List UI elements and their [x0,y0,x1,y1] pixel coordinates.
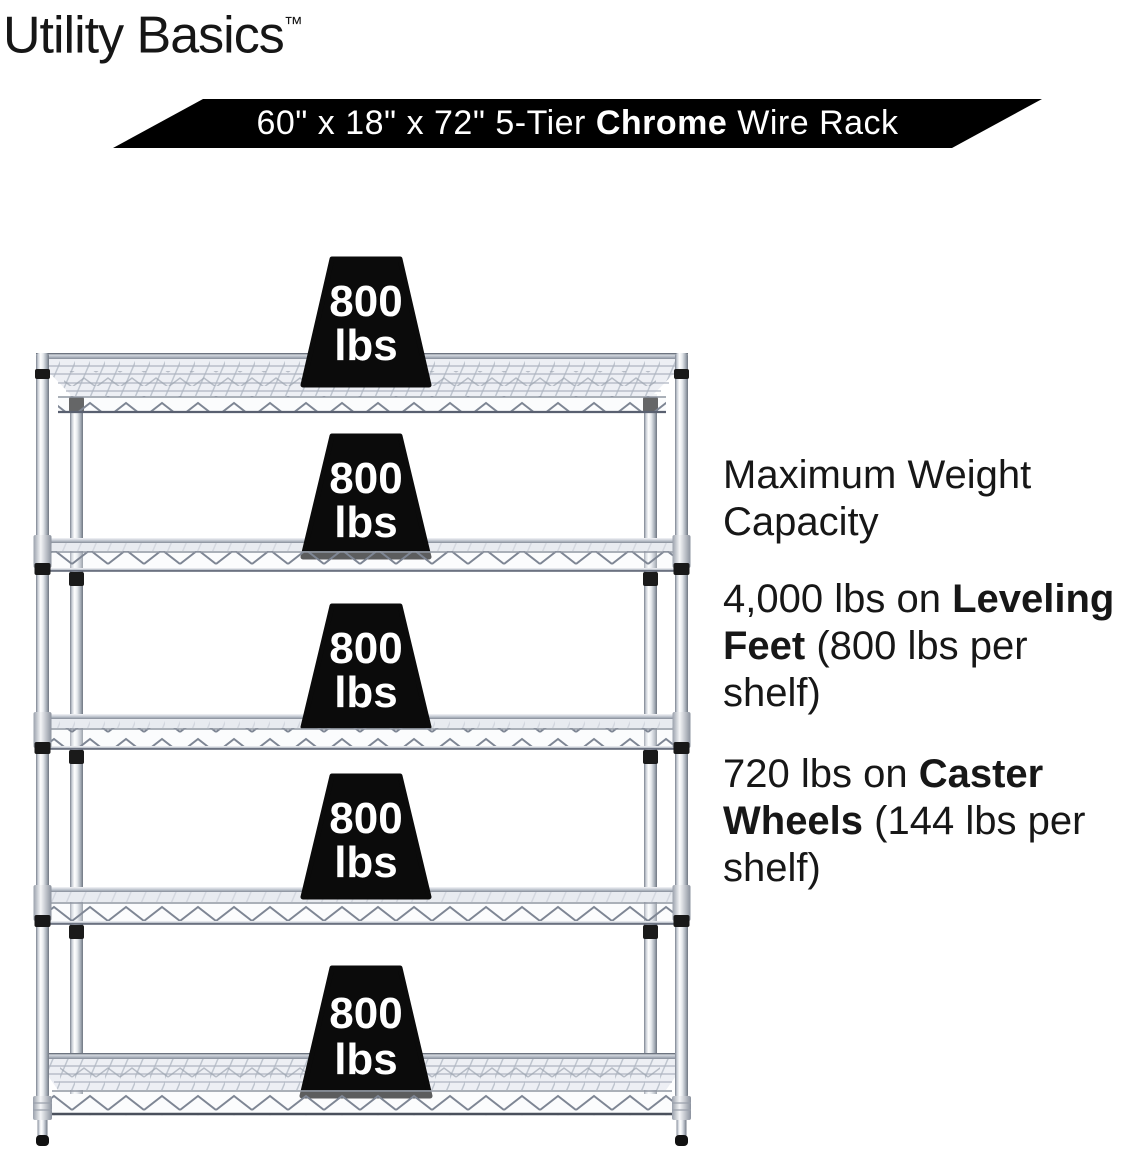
capacity-item-caster-wheels: 720 lbs on Caster Wheels (144 lbs per sh… [723,751,1123,892]
weight-unit-label: lbs [334,838,398,887]
weight-unit-label: lbs [334,1035,398,1084]
weight-value-label: 800 [329,277,402,326]
rack-post-outer-left [33,353,52,1146]
leveling-foot-left [33,1096,52,1146]
capacity-info: Maximum Weight Capacity 4,000 lbs on Lev… [723,452,1123,926]
shelf-5-band [52,1090,672,1116]
leveling-foot-right [672,1096,691,1146]
product-title-banner: 60" x 18" x 72" 5-Tier Chrome Wire Rack [113,99,1042,148]
capacity-emphasis: Caster Wheels [723,752,1044,843]
product-title: 60" x 18" x 72" 5-Tier Chrome Wire Rack [113,99,1042,148]
product-title-dimensions: 60" x 18" x 72" 5-Tier [256,104,596,142]
weight-value-label: 800 [329,624,402,673]
brand-name: Utility Basics [3,6,285,65]
shelf-4-band [36,902,688,925]
weight-value-label: 800 [329,989,402,1038]
weight-unit-label: lbs [334,498,398,547]
weight-icon-2: 800 lbs [300,433,432,560]
brand-logo: Utility Basics™ [3,0,303,64]
weight-icon-5: 800 lbs [299,965,433,1099]
weight-icon-4: 800 lbs [300,773,432,900]
weight-unit-label: lbs [334,321,398,370]
shelf-3-band [36,728,688,750]
shelf-2-band [36,551,688,572]
capacity-detail: (144 lbs per shelf) [723,799,1086,890]
capacity-heading: Maximum Weight Capacity [723,453,1032,544]
shelf-1-band [58,396,666,414]
rack-post-outer-right [672,353,691,1146]
capacity-detail: (800 lbs per shelf) [723,624,1028,715]
capacity-item-leveling-feet: 4,000 lbs on Leveling Feet (800 lbs per … [723,576,1123,717]
capacity-lead: 4,000 lbs on [723,577,953,621]
trademark-symbol: ™ [283,14,303,35]
weight-value-label: 800 [329,794,402,843]
shelf-front-bands [36,396,688,1116]
product-title-type: Wire Rack [727,104,899,142]
weight-unit-label: lbs [334,668,398,717]
capacity-lead: 720 lbs on [723,752,919,796]
capacity-emphasis: Leveling Feet [723,577,1115,668]
weight-value-label: 800 [329,454,402,503]
weight-icon-1: 800 lbs [300,256,432,388]
weight-icon-3: 800 lbs [300,603,432,730]
product-title-finish: Chrome [595,104,728,142]
